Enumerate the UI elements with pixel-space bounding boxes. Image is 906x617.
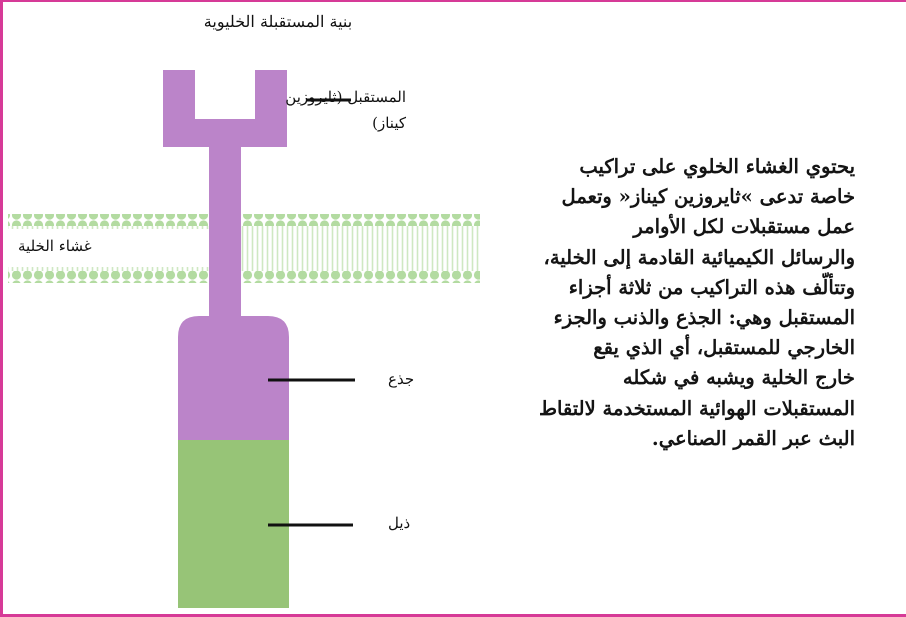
membrane-label: غشاء الخلية <box>18 237 92 255</box>
paragraph-line: وتتألّف هذه التراكيب من ثلاثة أجزاء <box>568 275 855 299</box>
membrane-outer-layer <box>8 214 480 226</box>
receptor-antenna <box>163 70 287 317</box>
paragraph-line: خارج الخلية ويشبه في شكله <box>622 366 855 390</box>
receptor-trunk <box>178 314 289 440</box>
paragraph-line: الخارجي للمستقبل، أي الذي يقع <box>593 336 855 360</box>
paragraph-line: المستقبلات الهوائية المستخدمة لالتقاط <box>538 396 855 420</box>
receptor-label-line2: كيناز) <box>372 114 406 132</box>
paragraph-line: والرسائل الكيميائية القادمة إلى الخلية، <box>543 245 855 269</box>
membrane-inner-layer <box>8 271 480 283</box>
description-paragraph: يحتوي الغشاء الخلوي على تراكيب خاصة تدعى… <box>525 152 855 454</box>
paragraph-line: خاصة تدعى »ثايروزين كيناز« وتعمل <box>561 185 855 209</box>
trunk-label: جذع <box>388 370 415 388</box>
paragraph-line: المستقبل وهي: الجذع والذنب والجزء <box>553 306 855 330</box>
receptor-label-line1: المستقبل (ثايروزين <box>285 88 406 106</box>
cell-membrane <box>8 214 480 283</box>
paragraph-line: عمل مستقبلات لكل الأوامر <box>633 215 855 239</box>
paragraph-line: البث عبر القمر الصناعي. <box>651 426 855 450</box>
membrane-label-background <box>8 229 210 267</box>
tail-label: ذيل <box>388 514 411 532</box>
receptor-stem <box>209 145 241 317</box>
receptor-y-head <box>163 70 287 147</box>
paragraph-line: يحتوي الغشاء الخلوي على تراكيب <box>579 155 855 178</box>
diagram-title: بنية المستقبلة الخليوية <box>203 12 353 31</box>
